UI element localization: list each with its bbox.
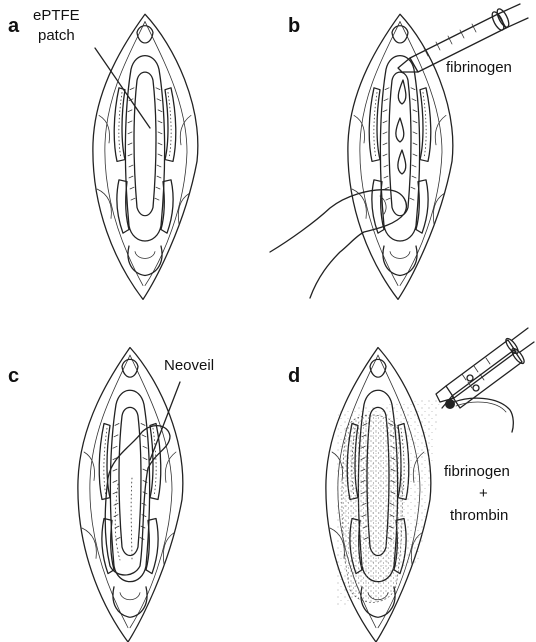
panel-a: a ePTFE patch — [8, 7, 198, 299]
neoveil-leader-line — [150, 382, 180, 460]
panel-d-label-line2: + — [479, 485, 488, 502]
spray-coverage — [342, 415, 402, 602]
dual-syringe-icon — [436, 328, 534, 432]
fibrinogen-drop — [396, 118, 404, 142]
panel-a-label-line2: patch — [38, 27, 75, 44]
fibrinogen-drop — [398, 80, 406, 104]
panel-b-label: fibrinogen — [446, 59, 512, 76]
panel-d-label-line3: thrombin — [450, 507, 508, 524]
wound-illustration-a — [93, 14, 198, 299]
panel-a-letter: a — [8, 15, 20, 37]
panel-b-letter: b — [288, 15, 300, 37]
panel-d: d fibrinogen + thrombin — [288, 328, 534, 642]
panel-c-label: Neoveil — [164, 357, 214, 374]
panel-c: c Neoveil — [8, 348, 214, 642]
panel-d-label-line1: fibrinogen — [444, 463, 510, 480]
panel-d-letter: d — [288, 365, 300, 387]
panel-c-letter: c — [8, 365, 19, 387]
panel-b: b fibrinogen — [270, 4, 528, 299]
panel-a-label-line1: ePTFE — [33, 7, 80, 24]
wound-illustration-b — [348, 14, 453, 299]
wound-illustration-c — [78, 348, 183, 642]
fibrinogen-drop — [398, 150, 406, 174]
